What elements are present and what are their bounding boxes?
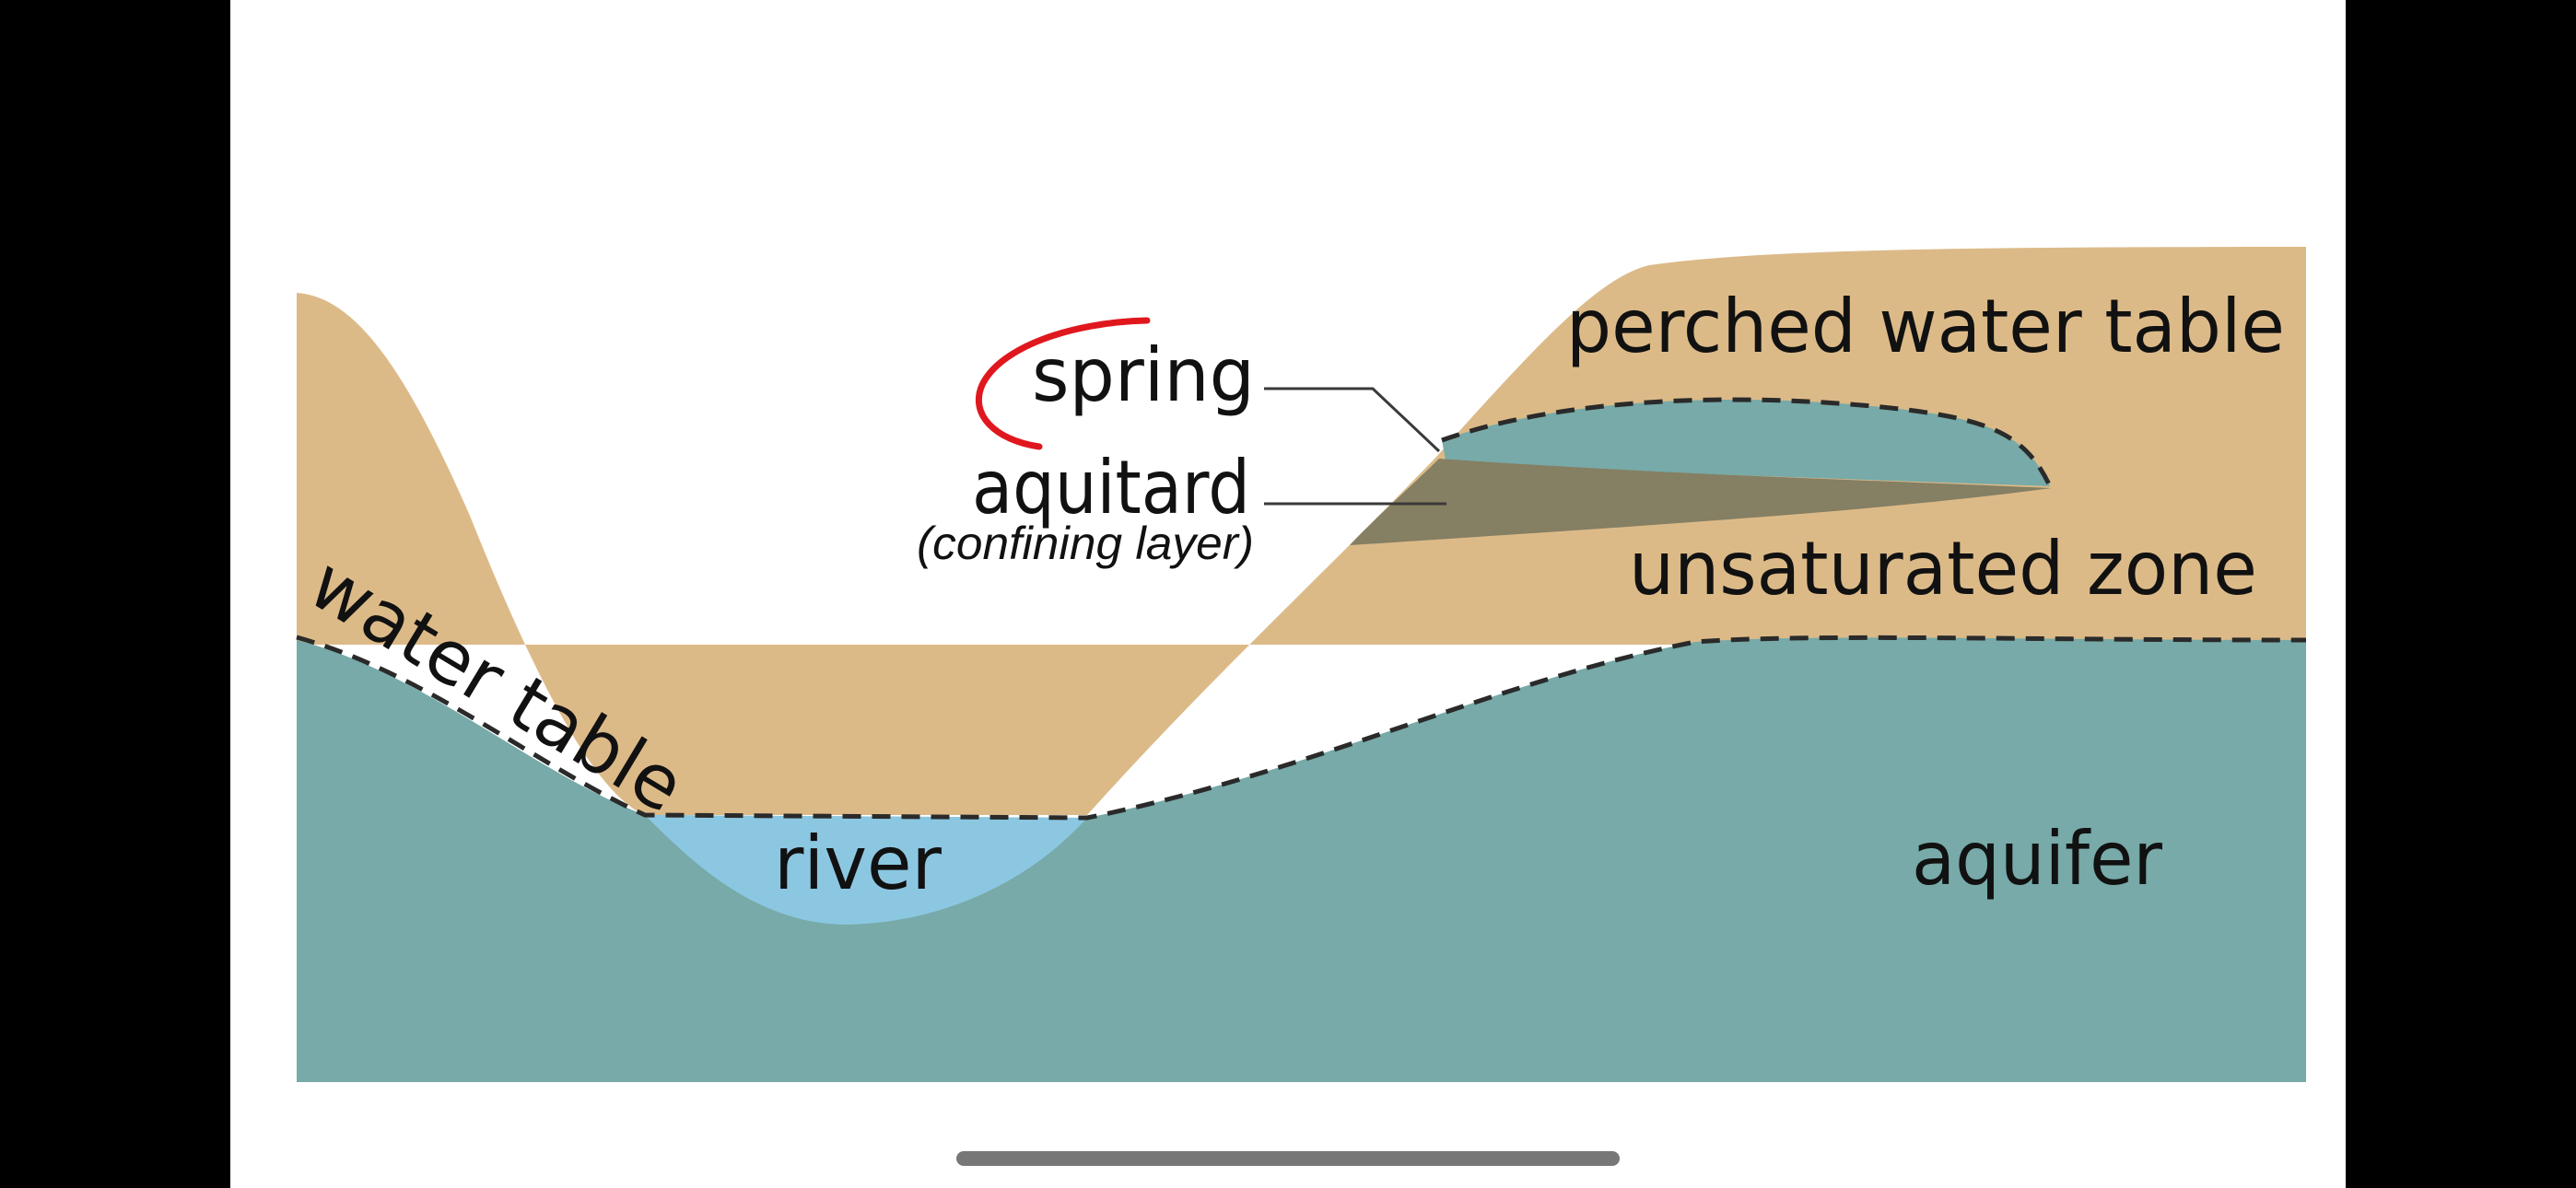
aquifer-zone [297, 637, 2306, 1082]
aquifer-label: aquifer [1912, 816, 2162, 902]
perched-water-table-label: perched water table [1566, 284, 2285, 369]
perched-water-table-line [1441, 397, 2053, 488]
spring-label: spring [1032, 332, 1255, 418]
river-label: river [774, 821, 942, 906]
home-indicator[interactable] [956, 1151, 1620, 1166]
soil-layer [297, 247, 2306, 815]
river [645, 815, 1087, 925]
perched-water [1442, 399, 2050, 486]
water-table-line [296, 635, 2307, 821]
unsaturated-zone-label: unsaturated zone [1629, 526, 2257, 611]
spring-leader-line [1264, 387, 1441, 453]
confining-layer-label: (confining layer) [917, 518, 1254, 569]
spring-annotation-mark [975, 317, 1151, 450]
aquitard-layer [1350, 459, 2052, 545]
aquitard-label: aquitard [972, 445, 1250, 530]
